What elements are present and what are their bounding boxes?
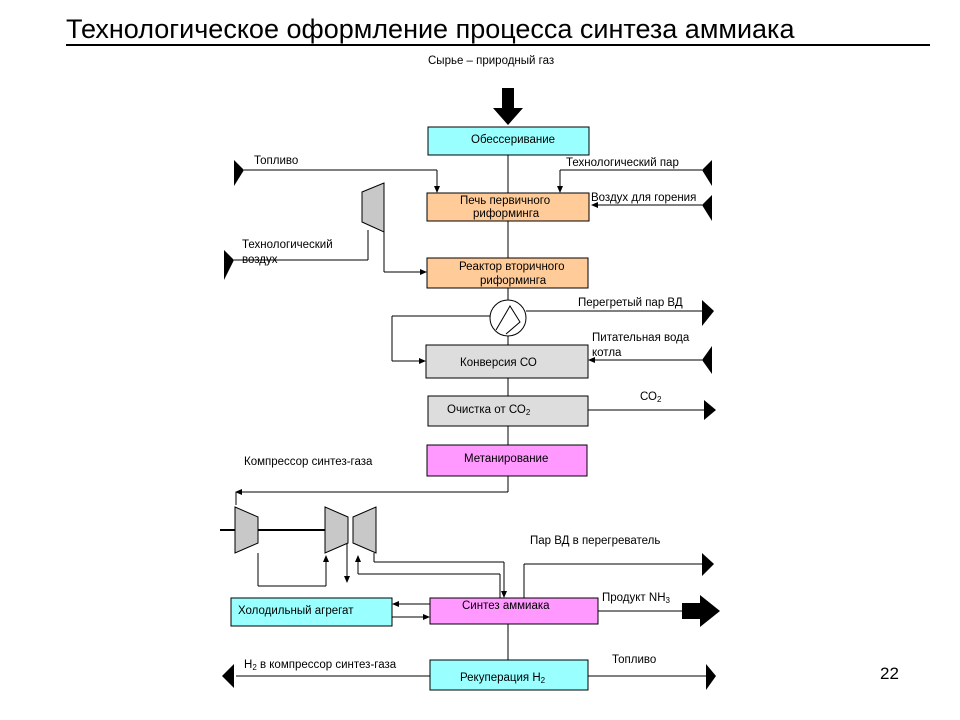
primary-reforming-label-1: Печь первичного [460, 195, 550, 207]
hp-steam-endpoint [702, 553, 714, 576]
arrowhead [392, 601, 399, 607]
h2-recovery-label: Рекуперация Н2 [460, 672, 546, 685]
secondary-reforming-block [426, 257, 589, 289]
primary-reforming-label-2: риформинга [473, 208, 540, 220]
desulfurization-block [427, 126, 590, 156]
secondary-reforming-label-2: риформинга [480, 275, 547, 287]
process-air-label-2: воздух [242, 254, 278, 266]
primary-reforming-block [426, 192, 590, 222]
process-air-label-1: Технологический [242, 239, 333, 251]
slide-title: Технологическое оформление процесса синт… [66, 14, 795, 44]
arrowhead [501, 591, 507, 598]
product-arrow [682, 595, 720, 627]
arrowhead [355, 555, 361, 562]
ammonia-synthesis-label: Синтез аммиака [462, 600, 550, 612]
h2-return-endpoint [222, 664, 234, 688]
secondary-reforming-label-1: Реактор вторичного [459, 261, 565, 273]
compressor-label: Компрессор синтез-газа [244, 456, 373, 468]
feed-arrow [493, 88, 523, 125]
boiler-water-label-2: котла [592, 347, 622, 359]
arrowhead [557, 186, 563, 193]
co-conversion-label: Конверсия СО [460, 357, 537, 369]
arrowhead [588, 357, 595, 363]
boiler-water-endpoint [702, 346, 712, 374]
air-compressor-icon [361, 182, 385, 233]
product-label: Продукт NH3 [602, 592, 671, 605]
co-conversion-block [425, 344, 589, 379]
arrowhead [591, 202, 598, 208]
h2-recovery-block [429, 659, 589, 691]
superheated-steam-endpoint [702, 300, 714, 326]
fuel-right-label: Топливо [612, 654, 656, 666]
refrigeration-block [230, 597, 393, 627]
arrowhead [235, 489, 242, 495]
superheated-steam-label: Перегретый пар ВД [578, 297, 683, 309]
compressor-stage-1-icon [234, 506, 259, 554]
refrigeration-label: Холодильный агрегат [238, 605, 354, 617]
page-number: 22 [880, 664, 899, 683]
co2-out-label: СО2 [640, 391, 662, 404]
fuel-right-endpoint [706, 664, 716, 690]
compressor-stage-2-icon [324, 506, 349, 554]
arrowhead [420, 269, 427, 275]
process-steam-label: Технологический пар [566, 157, 679, 169]
arrowhead [323, 555, 329, 562]
hp-steam-label: Пар ВД в перегреватель [530, 535, 660, 547]
combustion-air-endpoint [702, 195, 712, 221]
arrowhead [423, 614, 430, 620]
compressor-stage-3-icon [352, 506, 377, 554]
methanation-block [426, 444, 588, 477]
feed-label: Сырье – природный газ [428, 55, 554, 67]
desulfurization-label: Обессеривание [471, 134, 555, 146]
boiler-water-label-1: Питательная вода [592, 332, 690, 344]
co2-removal-block [427, 395, 589, 427]
ammonia-synthesis-block [429, 597, 599, 625]
co2-endpoint [704, 400, 716, 420]
h2-to-compressor-label: Н2 в компрессор синтез-газа [244, 659, 397, 672]
fuel-left-endpoint [234, 160, 244, 186]
process-air-endpoint [224, 250, 234, 280]
arrowhead [344, 576, 350, 583]
fuel-left-label: Топливо [254, 155, 298, 167]
co2-removal-label: Очистка от СО2 [447, 404, 531, 417]
combustion-air-label: Воздух для горения [591, 192, 696, 204]
arrowhead [419, 358, 426, 364]
arrowhead [434, 186, 440, 193]
process-steam-endpoint [702, 160, 712, 186]
methanation-label: Метанирование [464, 453, 548, 465]
heat-exchanger-icon [489, 299, 527, 337]
heat-exchanger-coil [495, 305, 521, 335]
